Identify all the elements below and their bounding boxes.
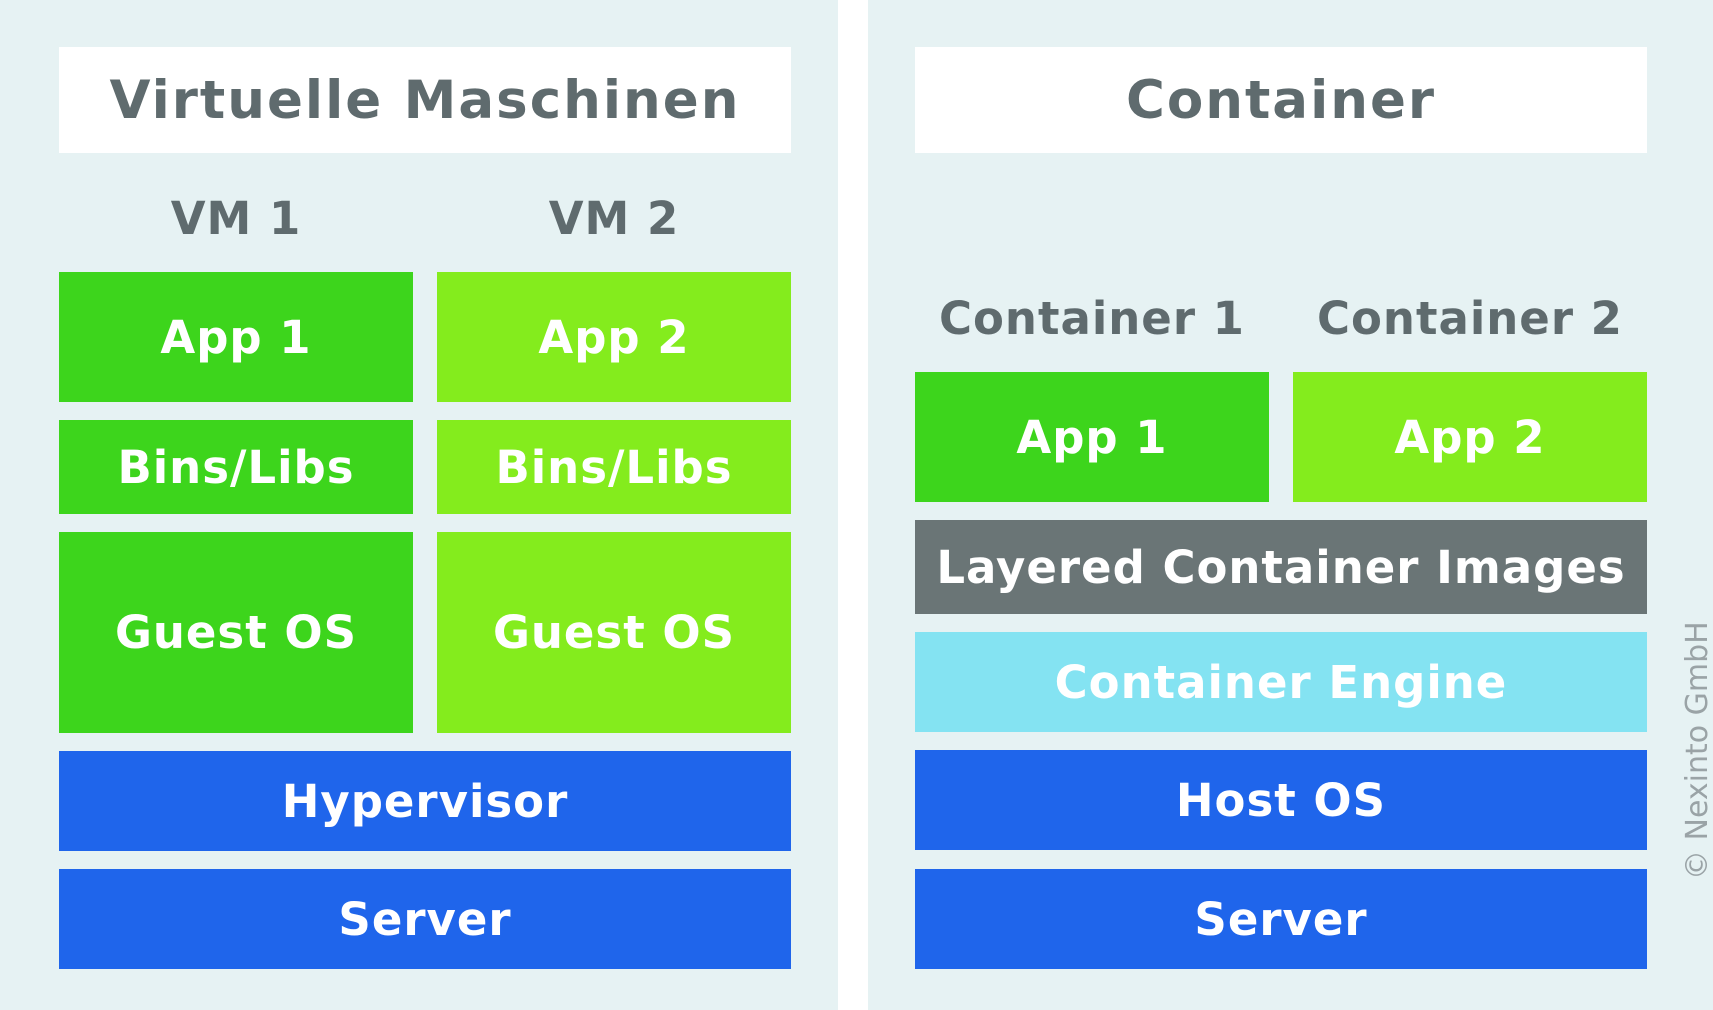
vm2-bins-libs-box: Bins/Libs xyxy=(437,420,791,514)
container-title: Container xyxy=(915,47,1647,153)
vm1-app-box: App 1 xyxy=(59,272,413,402)
hypervisor-box: Hypervisor xyxy=(59,751,791,851)
vm-title: Virtuelle Maschinen xyxy=(59,47,791,153)
vm1-guest-os-box: Guest OS xyxy=(59,532,413,733)
vm2-app-box: App 2 xyxy=(437,272,791,402)
layered-container-images-box: Layered Container Images xyxy=(915,520,1647,614)
virtual-machines-panel: Virtuelle Maschinen VM 1 VM 2 App 1 App … xyxy=(0,0,838,1010)
vm1-bins-libs-box: Bins/Libs xyxy=(59,420,413,514)
host-os-box: Host OS xyxy=(915,750,1647,850)
vm2-guest-os-box: Guest OS xyxy=(437,532,791,733)
vm-server-box: Server xyxy=(59,869,791,969)
container-server-box: Server xyxy=(915,869,1647,969)
vm2-label: VM 2 xyxy=(548,191,680,245)
container2-app-box: App 2 xyxy=(1293,372,1647,502)
copyright-notice: © Nexinto GmbH xyxy=(1680,621,1713,880)
container-engine-box: Container Engine xyxy=(915,632,1647,732)
vm1-label: VM 1 xyxy=(170,191,302,245)
containers-panel: Container Container 1 Container 2 App 1 … xyxy=(868,0,1713,1010)
container1-label: Container 1 xyxy=(938,291,1245,345)
container1-app-box: App 1 xyxy=(915,372,1269,502)
container2-label: Container 2 xyxy=(1316,291,1623,345)
